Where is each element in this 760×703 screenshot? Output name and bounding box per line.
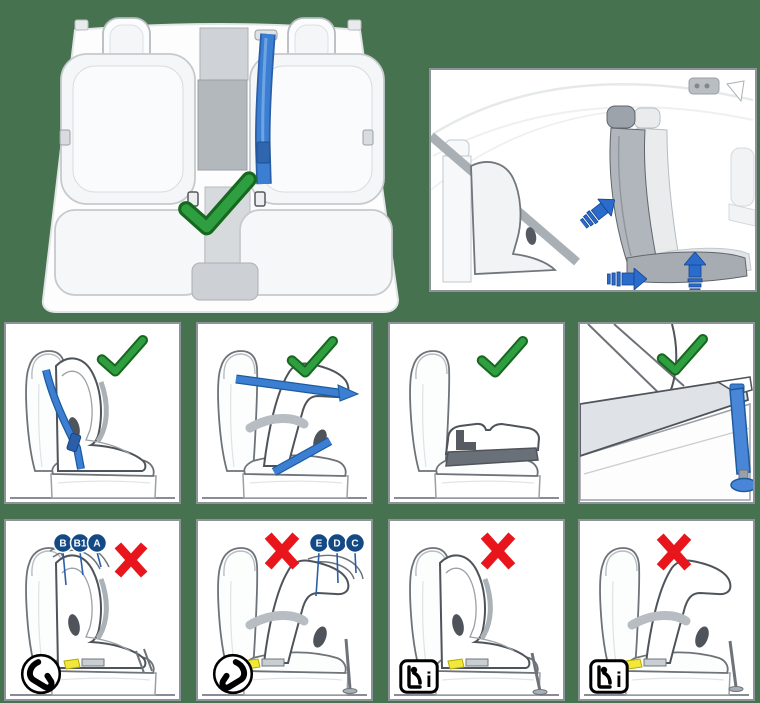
- belt-buckle: [256, 141, 271, 164]
- front-seat-adjusted-position: [606, 105, 748, 284]
- i-size-letter: i: [426, 669, 432, 692]
- booster-cushion: [444, 422, 541, 467]
- cross-mark: [268, 536, 296, 567]
- i-size-icon: i: [399, 659, 439, 694]
- center-lower-trim: [191, 262, 259, 301]
- far-seat-cushion: [728, 203, 755, 227]
- left-top-tab: [74, 19, 89, 31]
- panel-correct-forward-facing-belt: [196, 322, 373, 504]
- cross-mark: [660, 537, 688, 568]
- rearview-mirror: [726, 80, 745, 103]
- support-leg-foot: [342, 688, 358, 694]
- panel-incorrect-forward-facing-support-leg: i: [578, 519, 755, 701]
- label-b: B: [59, 539, 66, 550]
- far-seat: [730, 147, 755, 207]
- callout-labels: E D C: [308, 532, 366, 597]
- cross-mark: [484, 536, 512, 567]
- seat-belt: [235, 374, 360, 476]
- label-b1: B1: [74, 539, 87, 550]
- label-circle-a: [86, 532, 108, 554]
- i-size-icon: i: [589, 659, 629, 694]
- support-leg-foot: [532, 689, 548, 695]
- seat-belt: [42, 369, 85, 470]
- center-console-top: [199, 27, 249, 81]
- booster-base: [445, 447, 539, 467]
- support-leg-foot: [728, 686, 744, 692]
- center-console-lower: [197, 79, 248, 171]
- anchor-foot: [730, 477, 753, 493]
- support-bracket: [135, 648, 153, 674]
- rear-facing-child-seat-circle-icon: [22, 655, 60, 693]
- panel-front-seat-adjustment: [429, 68, 757, 292]
- belt-anchor: [337, 384, 360, 402]
- belt-buckle: [66, 432, 82, 453]
- panel-correct-top-tether: [578, 322, 755, 504]
- left-cushion: [54, 209, 206, 296]
- panel-incorrect-forward-facing-base: E D C: [196, 519, 373, 701]
- rear-facing-child-seat: [56, 555, 145, 668]
- label-e: E: [316, 539, 323, 550]
- label-circle-c: [344, 532, 366, 554]
- right-latch: [254, 191, 266, 207]
- check-mark: [662, 339, 703, 370]
- seat-back-lines: [587, 324, 685, 403]
- panel-incorrect-rear-facing-base: B B1 A: [4, 519, 181, 701]
- panel-correct-booster: [388, 322, 565, 504]
- check-mark: [102, 340, 143, 371]
- right-seat-back-inner: [261, 65, 373, 193]
- forward-facing-child-seat-circle-icon: [214, 655, 252, 693]
- bench-seam: [583, 427, 751, 475]
- forward-facing-child-seat: [250, 560, 348, 663]
- cross-mark: [118, 545, 144, 574]
- right-top-tab: [347, 19, 362, 31]
- callout-labels: B B1 A: [52, 532, 108, 586]
- label-a: A: [93, 539, 100, 550]
- check-mark: [482, 341, 523, 372]
- right-cushion: [239, 209, 393, 296]
- rear-seat-back: [442, 155, 472, 283]
- i-size-letter: i: [616, 669, 622, 692]
- forward-facing-child-seat: [632, 560, 730, 663]
- roof-line-2: [432, 106, 754, 157]
- panel-incorrect-rear-facing-support-leg: i: [388, 519, 565, 701]
- rear-facing-child-seat: [440, 555, 529, 668]
- top-tether-strap: [729, 383, 753, 493]
- armrest: [456, 430, 476, 450]
- rear-facing-child-seat: [56, 358, 145, 471]
- console-button: [704, 83, 710, 89]
- isofix-highlight: [447, 658, 465, 670]
- latch-hardware: [261, 658, 285, 667]
- center-seat-belt: [255, 33, 276, 185]
- latch-hardware: [465, 658, 489, 667]
- panel-correct-rear-facing-belt: [4, 322, 181, 504]
- panel-rear-bench-seat-belt: [15, 2, 420, 315]
- child-seat-buckle: [525, 227, 537, 245]
- support-leg: [530, 652, 542, 692]
- support-leg: [344, 638, 352, 690]
- isofix-highlight: [63, 658, 81, 670]
- console-button: [694, 83, 700, 89]
- left-side-buckle: [59, 129, 71, 146]
- latch-hardware: [81, 658, 105, 667]
- support-leg: [728, 640, 738, 688]
- latch-hardware: [643, 658, 667, 667]
- seat-adjustment-illustration: [431, 77, 755, 290]
- parcel-shelf: [580, 381, 750, 457]
- left-seat-back-inner: [72, 65, 184, 193]
- rear-child-seat: [470, 161, 558, 275]
- right-side-buckle: [362, 129, 374, 146]
- label-d: D: [333, 539, 340, 550]
- rear-bench-illustration: [41, 17, 400, 313]
- label-c: C: [351, 539, 358, 550]
- overhead-console: [688, 77, 720, 95]
